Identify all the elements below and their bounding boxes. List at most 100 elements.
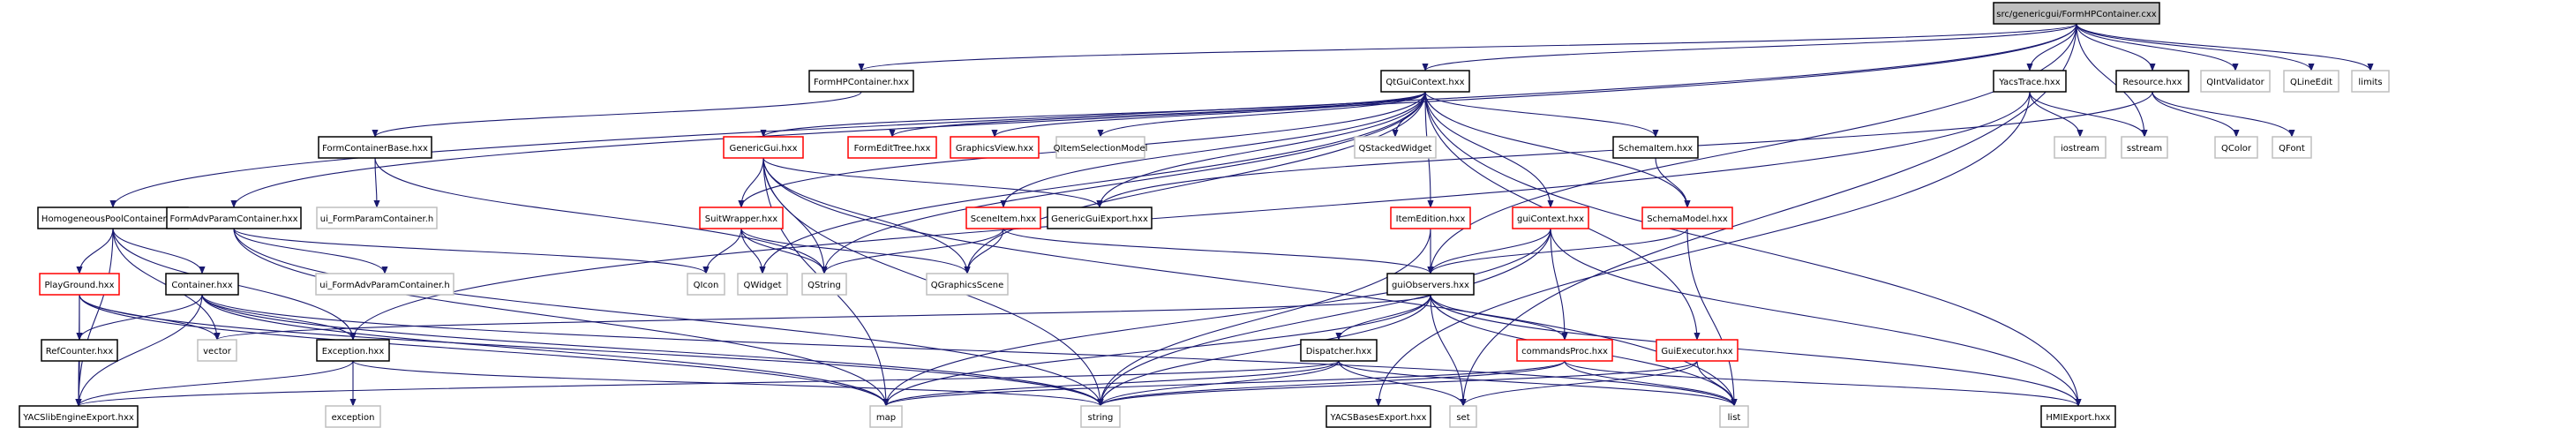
node-box xyxy=(1719,405,1749,428)
node-label: limits xyxy=(2358,78,2382,87)
node-QIcon[interactable]: QIcon xyxy=(687,273,725,296)
node-box xyxy=(2115,70,2189,93)
edge-FormAdvParamContainer-to-QIcon xyxy=(233,228,710,274)
node-ui_FormAdvParamContainer[interactable]: ui_FormAdvParamContainer.h xyxy=(315,273,454,296)
node-label: YacsTrace.hxx xyxy=(1998,78,2061,87)
node-label: QStackedWidget xyxy=(1359,144,1432,154)
node-guiContext[interactable]: guiContext.hxx xyxy=(1512,206,1589,229)
edge-FormAdvParamContainer-to-map xyxy=(233,228,890,407)
node-commandsProc[interactable]: commandsProc.hxx xyxy=(1516,339,1613,362)
node-GuiExecutor[interactable]: GuiExecutor.hxx xyxy=(1656,339,1739,362)
edge-SceneItem-to-guiObservers xyxy=(1003,228,1434,274)
node-QWidget[interactable]: QWidget xyxy=(737,273,788,296)
node-SchemaItem[interactable]: SchemaItem.hxx xyxy=(1612,136,1699,159)
node-GenericGuiExport[interactable]: GenericGuiExport.hxx xyxy=(1047,206,1153,229)
edge-Resource-to-QColor xyxy=(2152,91,2240,138)
node-GraphicsView[interactable]: GraphicsView.hxx xyxy=(950,136,1040,159)
node-QStackedWidget[interactable]: QStackedWidget xyxy=(1354,136,1437,159)
node-label: SceneItem.hxx xyxy=(971,214,1037,224)
node-box xyxy=(325,405,381,428)
node-label: HMIExport.hxx xyxy=(2046,413,2110,423)
node-iostream[interactable]: iostream xyxy=(2054,136,2107,159)
edge-SuitWrapper-to-QWidget xyxy=(740,228,766,274)
node-box xyxy=(1386,273,1475,296)
edge-root-to-Resource xyxy=(2076,23,2156,71)
node-root[interactable]: src/genericgui/FormHPContainer.cxx xyxy=(1993,2,2160,25)
node-YACSlibEngineExport[interactable]: YACSlibEngineExport.hxx xyxy=(19,405,139,428)
node-FormEditTree[interactable]: FormEditTree.hxx xyxy=(847,136,937,159)
node-label: SchemaModel.hxx xyxy=(1647,214,1728,224)
node-label: src/genericgui/FormHPContainer.cxx xyxy=(1996,10,2156,19)
node-RefCounter[interactable]: RefCounter.hxx xyxy=(41,339,118,362)
node-guiObservers[interactable]: guiObservers.hxx xyxy=(1386,273,1475,296)
node-label: Dispatcher.hxx xyxy=(1306,347,1372,357)
edge-FormContainerBase-to-ui_FormParamContainer xyxy=(373,157,380,208)
node-SuitWrapper[interactable]: SuitWrapper.hxx xyxy=(699,206,784,229)
node-SchemaModel[interactable]: SchemaModel.hxx xyxy=(1641,206,1733,229)
node-FormAdvParamContainer[interactable]: FormAdvParamContainer.hxx xyxy=(166,206,302,229)
node-box xyxy=(1354,136,1437,159)
edge-QtGuiContext-to-GenericGui xyxy=(760,91,1426,138)
node-string[interactable]: string xyxy=(1080,405,1121,428)
edge-GenericGui-to-SuitWrapper xyxy=(738,157,764,208)
node-Exception[interactable]: Exception.hxx xyxy=(316,339,390,362)
node-list[interactable]: list xyxy=(1719,405,1749,428)
node-QtGuiContext[interactable]: QtGuiContext.hxx xyxy=(1380,70,1470,93)
edge-Resource-to-QFont xyxy=(2152,91,2295,138)
node-label: QtGuiContext.hxx xyxy=(1386,78,1464,87)
edge-HomogeneousPoolContainer-to-PlayGround xyxy=(76,228,114,274)
edge-commandsProc-to-HMIExport xyxy=(1564,360,2082,407)
node-FormContainerBase[interactable]: FormContainerBase.hxx xyxy=(318,136,432,159)
node-YacsTrace[interactable]: YacsTrace.hxx xyxy=(1993,70,2067,93)
edge-SchemaItem-to-SchemaModel xyxy=(1655,157,1691,208)
edge-SuitWrapper-to-QString xyxy=(740,228,828,274)
edge-Container-to-map xyxy=(201,294,890,407)
node-box xyxy=(19,405,139,428)
node-box xyxy=(315,273,454,296)
node-sstream[interactable]: sstream xyxy=(2121,136,2168,159)
node-set[interactable]: set xyxy=(1449,405,1477,428)
node-box xyxy=(965,206,1041,229)
node-SceneItem[interactable]: SceneItem.hxx xyxy=(965,206,1041,229)
node-QGraphicsScene[interactable]: QGraphicsScene xyxy=(926,273,1009,296)
node-box xyxy=(2200,70,2271,93)
node-label: map xyxy=(876,413,896,423)
node-limits[interactable]: limits xyxy=(2351,70,2390,93)
node-Resource[interactable]: Resource.hxx xyxy=(2115,70,2189,93)
edge-SuitWrapper-to-QGraphicsScene xyxy=(740,228,971,274)
node-label: YACSBasesExport.hxx xyxy=(1330,413,1427,423)
node-Container[interactable]: Container.hxx xyxy=(165,273,239,296)
node-Dispatcher[interactable]: Dispatcher.hxx xyxy=(1300,339,1378,362)
node-QIntValidator[interactable]: QIntValidator xyxy=(2200,70,2271,93)
node-box xyxy=(723,136,804,159)
node-QColor[interactable]: QColor xyxy=(2214,136,2258,159)
node-ItemEdition[interactable]: ItemEdition.hxx xyxy=(1390,206,1471,229)
node-QLineEdit[interactable]: QLineEdit xyxy=(2283,70,2339,93)
node-QItemSelectionModel[interactable]: QItemSelectionModel xyxy=(1054,136,1148,159)
node-box xyxy=(1055,136,1145,159)
edge-SchemaModel-to-guiObservers xyxy=(1427,228,1688,274)
node-FormHPContainer[interactable]: FormHPContainer.hxx xyxy=(808,70,914,93)
node-box xyxy=(801,273,847,296)
node-vector[interactable]: vector xyxy=(197,339,237,362)
node-YACSBasesExport[interactable]: YACSBasesExport.hxx xyxy=(1326,405,1431,428)
edge-SceneItem-to-QString xyxy=(821,228,1004,274)
node-label: QString xyxy=(807,281,841,290)
node-box xyxy=(1380,70,1470,93)
edge-YacsTrace-to-Exception xyxy=(349,91,2031,341)
node-map[interactable]: map xyxy=(869,405,903,428)
node-label: ui_FormAdvParamContainer.h xyxy=(319,281,449,290)
node-PlayGround[interactable]: PlayGround.hxx xyxy=(39,273,120,296)
node-HMIExport[interactable]: HMIExport.hxx xyxy=(2040,405,2116,428)
node-HomogeneousPoolContainer[interactable]: HomogeneousPoolContainer.hxx xyxy=(37,206,189,229)
edge-QtGuiContext-to-GenericGuiExport xyxy=(1096,91,1426,208)
node-box xyxy=(1449,405,1477,428)
node-QString[interactable]: QString xyxy=(801,273,847,296)
node-QFont[interactable]: QFont xyxy=(2272,136,2312,159)
node-label: vector xyxy=(203,347,232,357)
node-GenericGui[interactable]: GenericGui.hxx xyxy=(723,136,804,159)
node-exception[interactable]: exception xyxy=(325,405,381,428)
node-ui_FormParamContainer[interactable]: ui_FormParamContainer.h xyxy=(316,206,438,229)
edge-root-to-QtGuiContext xyxy=(1422,23,2077,71)
